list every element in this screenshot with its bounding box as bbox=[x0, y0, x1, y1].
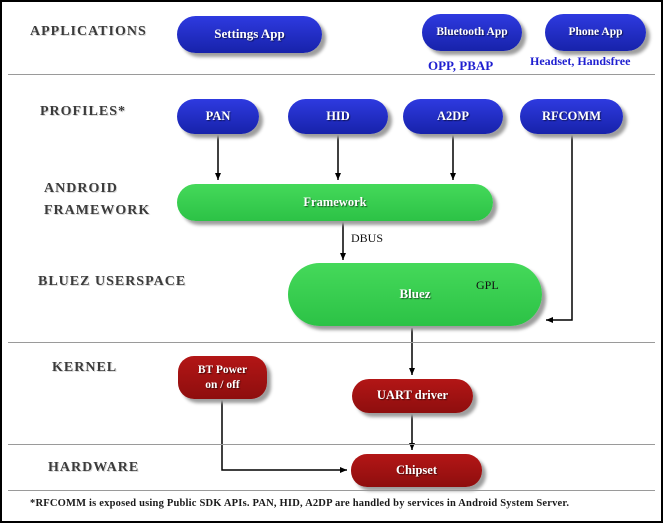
node-uart-driver: UART driver bbox=[352, 379, 473, 413]
annotation-dbus: DBUS bbox=[351, 231, 384, 245]
node-bt-power-label-line1: BT Power bbox=[197, 364, 248, 377]
divider-hardware-footer bbox=[8, 490, 655, 491]
divider-applications bbox=[8, 74, 655, 75]
node-framework-label: Framework bbox=[303, 194, 367, 209]
node-pan-label: PAN bbox=[205, 108, 231, 123]
annotation-headset-handsfree: Headset, Handsfree bbox=[530, 54, 631, 68]
node-phone-app-label: Phone App bbox=[568, 26, 623, 39]
node-rfcomm-label: RFCOMM bbox=[541, 108, 601, 123]
node-a2dp-label: A2DP bbox=[437, 108, 469, 123]
arrow-rfcomm-to-bluez bbox=[546, 135, 573, 323]
node-hid: HID bbox=[288, 99, 388, 134]
layer-label-hardware: HARDWARE bbox=[48, 460, 140, 475]
footer-note: *RFCOMM is exposed using Public SDK APIs… bbox=[30, 498, 570, 509]
divider-kernel-hardware bbox=[8, 444, 655, 445]
node-a2dp: A2DP bbox=[403, 99, 503, 134]
divider-bluez-kernel bbox=[8, 342, 655, 343]
node-framework: Framework bbox=[177, 184, 493, 221]
layer-label-kernel: KERNEL bbox=[52, 360, 118, 375]
layer-label-android-framework: ANDROID FRAMEWORK bbox=[44, 181, 151, 218]
node-chipset: Chipset bbox=[351, 454, 482, 487]
node-chipset-label: Chipset bbox=[396, 462, 437, 477]
node-bt-power-label-line2: on / off bbox=[205, 378, 240, 391]
annotation-opp-pbap: OPP, PBAP bbox=[428, 58, 494, 73]
node-uart-driver-label: UART driver bbox=[376, 388, 449, 403]
node-settings-app-label: Settings App bbox=[214, 26, 285, 42]
node-rfcomm: RFCOMM bbox=[520, 99, 623, 134]
annotation-gpl: GPL bbox=[476, 278, 499, 292]
layer-label-applications: APPLICATIONS bbox=[30, 24, 147, 39]
node-bluetooth-app-label: Bluetooth App bbox=[436, 26, 508, 39]
node-pan: PAN bbox=[177, 99, 259, 134]
layer-label-profiles: PROFILES* bbox=[40, 104, 127, 119]
node-phone-app: Phone App bbox=[545, 14, 646, 51]
node-settings-app: Settings App bbox=[177, 16, 322, 53]
node-bluez-label: Bluez bbox=[399, 286, 431, 302]
node-hid-label: HID bbox=[326, 108, 350, 123]
node-bluetooth-app: Bluetooth App bbox=[422, 14, 522, 51]
node-bt-power: BT Power on / off bbox=[178, 356, 267, 399]
layer-label-bluez-userspace: BLUEZ USERSPACE bbox=[38, 274, 187, 289]
node-bluez: Bluez bbox=[288, 263, 542, 326]
arrow-btpower-to-chipset bbox=[221, 400, 347, 473]
